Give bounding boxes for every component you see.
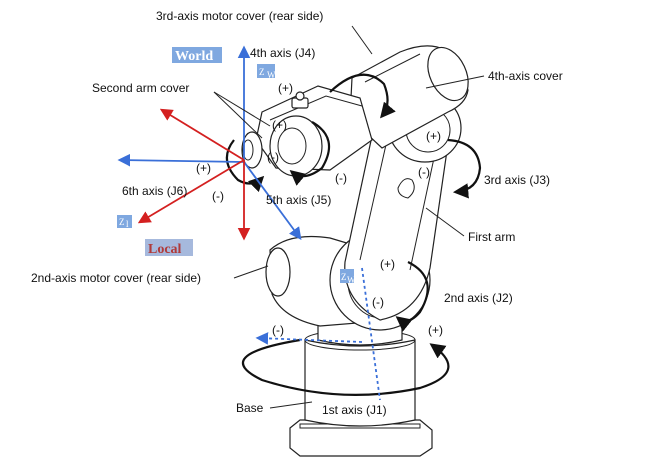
sign-j3-minus: (-) [418,165,430,179]
leader-4th-axis-cover [425,75,485,89]
local-frame [137,108,251,241]
zw-badge-j1-main: Z [341,272,347,282]
label-axis2: 2nd axis (J2) [444,291,513,305]
zw-badge-j1-sub: W [347,275,356,285]
world-label-bg [172,47,222,63]
motor2-cover-cap [265,247,291,297]
label-first-arm: First arm [468,230,515,244]
zl-badge-main: Z [119,217,125,227]
label-4th-axis-cover: 4th-axis cover [488,69,563,83]
sign-j6-plus: (+) [196,161,211,175]
zw-badge-j1 [340,269,354,283]
local-label-bg [145,239,193,256]
sign-j1-plus: (+) [428,323,443,337]
sign-j2-minus: (-) [372,295,384,309]
j1-axis-line [361,267,381,401]
leader-base [269,401,313,409]
sign-j2-plus: (+) [380,257,395,271]
j3-rotation-arrow [447,138,482,199]
label-axis1: 1st axis (J1) [322,403,387,417]
base-cylinder [304,339,416,427]
leader-motor3-cover [351,25,373,55]
leader-motor2-cover [233,265,269,279]
sign-j6-minus: (-) [212,189,224,203]
label-motor3-cover: 3rd-axis motor cover (rear side) [156,9,323,23]
world-x-axis [117,153,245,167]
j6-rotation-arrow [225,139,265,193]
sign-j1-minus: (-) [272,323,284,337]
label-axis4: 4th axis (J4) [250,46,315,60]
j1-rotation-arrow [241,338,450,396]
local-label: Local [148,242,182,257]
label-base: Base [236,401,264,415]
label-axis3: 3rd axis (J3) [484,173,550,187]
leader-second-arm-cover-b [213,91,263,139]
leader-first-arm [425,207,465,237]
sign-j5-minus: (-) [267,150,279,164]
world-frame [117,45,381,401]
labels: 3rd-axis motor cover (rear side) 4th axi… [31,9,563,417]
sign-j5-plus: (+) [272,118,287,132]
leader-lines [213,25,485,409]
sign-labels: (+) (+) (-) (-) (+) (-) (+) (-) (+) (-) … [196,81,443,337]
world-label: World [175,49,213,64]
base-x-axis [255,332,363,345]
zw-badge-top-main: Z [259,67,265,77]
rotation-arrows [225,73,482,396]
second-arm-bolt [295,91,305,101]
zl-badge-sub: l [126,219,129,229]
sign-j3-plus: (+) [426,129,441,143]
tool-flange-inner [242,139,254,161]
robot-body [241,45,469,457]
leader-second-arm-cover-a [213,91,271,127]
j5-housing-ring [277,127,307,165]
label-second-arm-cover: Second arm cover [92,81,189,95]
j2-rotation-arrow [395,261,429,332]
label-axis6: 6th axis (J6) [122,184,187,198]
zw-badge-top-sub: W [267,70,276,80]
zw-badge-top [257,64,275,78]
frame-labels: World Local Z W Z W Z l [117,47,356,285]
sign-j4-minus: (-) [335,171,347,185]
j4-rotation-arrow [329,73,396,119]
tool-flange [241,131,263,169]
j5-rotation-arrow [289,121,331,186]
zl-badge [117,215,132,228]
sign-j4-plus: (+) [278,81,293,95]
first-arm-detail [397,178,415,199]
world-y-axis [243,161,302,241]
local-y-axis [159,108,245,161]
motor3-cover-cap [427,46,469,102]
label-motor2-cover: 2nd-axis motor cover (rear side) [31,271,201,285]
second-arm-edge [269,95,363,121]
label-axis5: 5th axis (J5) [266,193,331,207]
local-z-axis [137,159,245,224]
